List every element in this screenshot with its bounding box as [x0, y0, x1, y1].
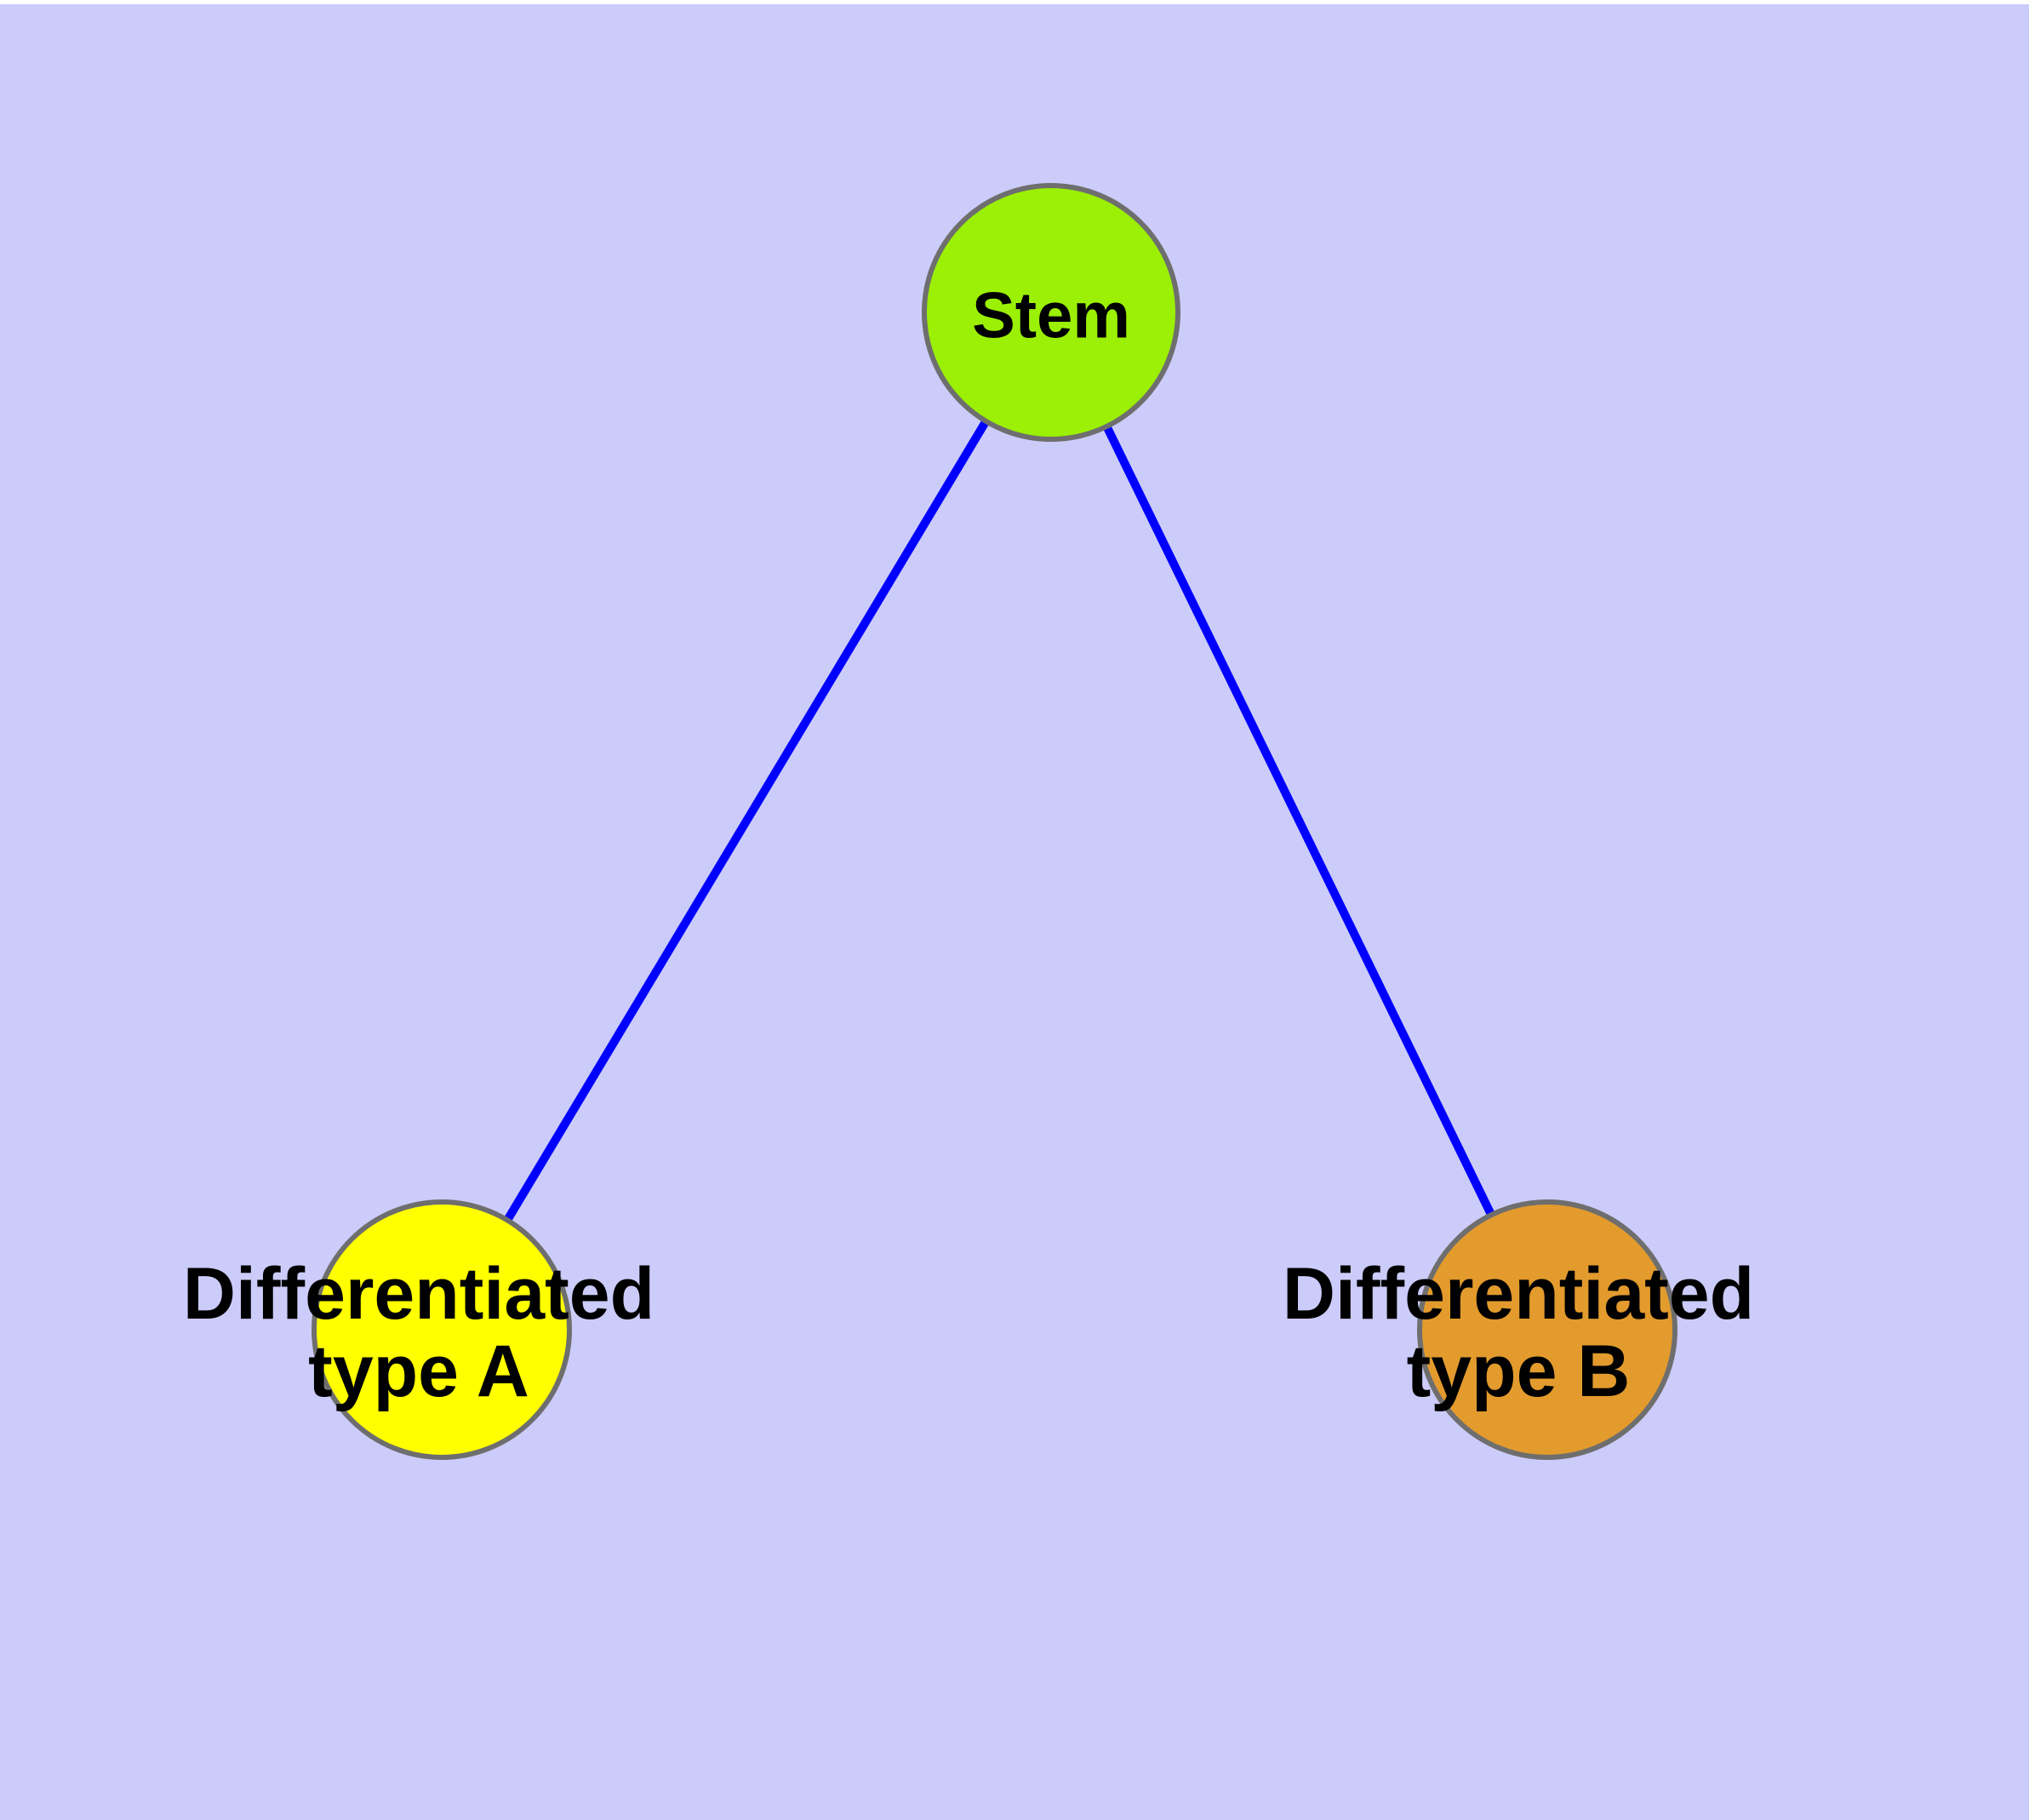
graph-edge-stem-to-diff-a: [437, 310, 1055, 1332]
graph-node-diff-b[interactable]: [1417, 1199, 1677, 1460]
node-layer: [311, 183, 1677, 1460]
edge-layer: [437, 310, 1552, 1332]
graph-node-stem[interactable]: [922, 183, 1180, 442]
graph-node-diff-a[interactable]: [311, 1199, 572, 1460]
graph-edge-stem-to-diff-b: [1047, 310, 1552, 1332]
